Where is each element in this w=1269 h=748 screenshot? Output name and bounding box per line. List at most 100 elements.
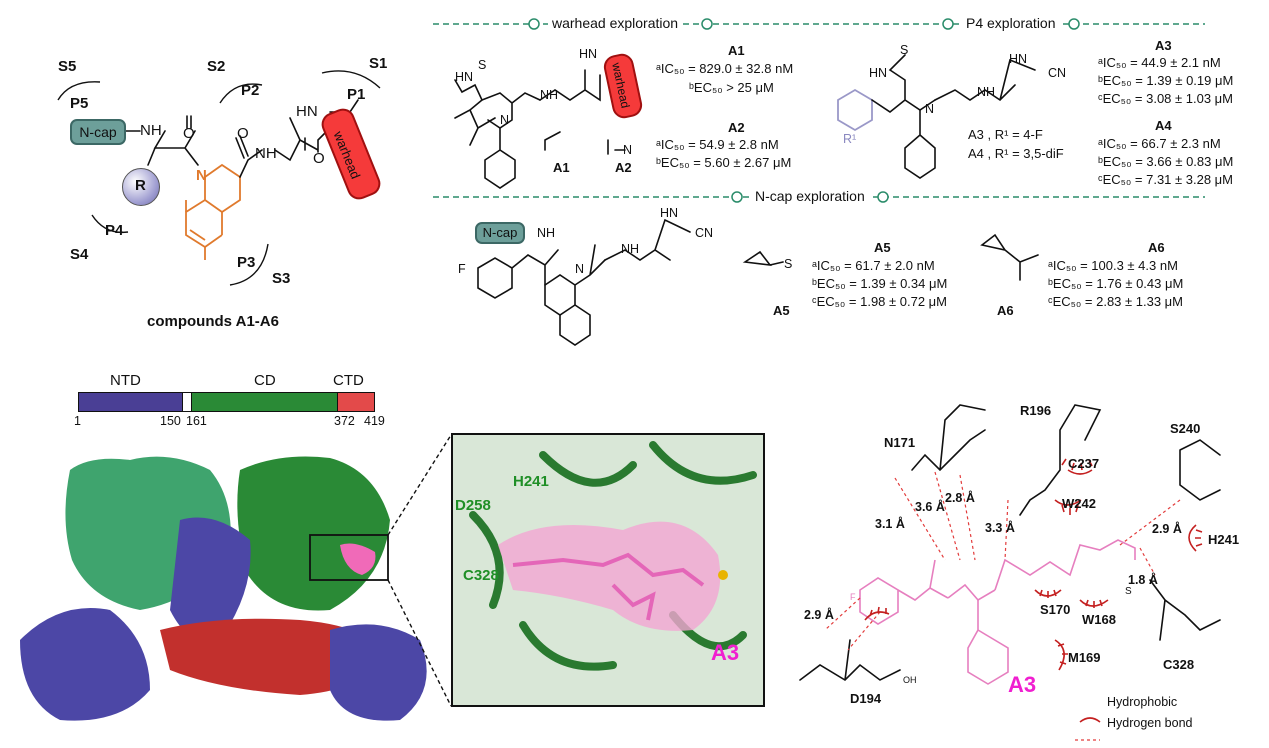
a3-sub: A3 , R¹ = 4-F bbox=[968, 127, 1043, 142]
ligand-label-map: A3 bbox=[1008, 672, 1037, 697]
tick-161: 161 bbox=[186, 414, 207, 428]
a2-title: A2 bbox=[728, 120, 745, 135]
hn-atom-2: HN bbox=[579, 47, 598, 61]
hn-label: HN bbox=[296, 103, 318, 120]
p4-hn-2: HN bbox=[1009, 52, 1028, 66]
res-n171: N171 bbox=[884, 435, 916, 450]
tick-419: 419 bbox=[364, 414, 385, 428]
nh-atom: NH bbox=[540, 88, 559, 102]
a3-ec50b: ᵇEC₅₀ = 1.39 ± 0.19 μM bbox=[1098, 73, 1234, 88]
tick-372: 372 bbox=[334, 414, 355, 428]
res-m169: M169 bbox=[1068, 650, 1101, 665]
subsite-s1: S1 bbox=[369, 55, 388, 72]
binding-site-panel: H241 D258 C328 A3 bbox=[451, 433, 765, 707]
a6-title: A6 bbox=[1148, 240, 1165, 255]
a5-ec50c: ᶜEC₅₀ = 1.98 ± 0.72 μM bbox=[812, 294, 948, 309]
a2-ec50: ᵇEC₅₀ = 5.60 ± 2.67 μM bbox=[656, 155, 792, 170]
a6-label: A6 bbox=[997, 303, 1014, 318]
o-label: O bbox=[183, 125, 195, 142]
a1-label: A1 bbox=[553, 160, 570, 175]
ncap-nh-2: NH bbox=[621, 242, 640, 256]
ncap-cn: CN bbox=[695, 226, 714, 240]
ntd-label: NTD bbox=[110, 372, 141, 389]
res-h241: H241 bbox=[1208, 532, 1240, 547]
f-atom: F bbox=[458, 262, 466, 276]
residue-d258: D258 bbox=[455, 497, 491, 514]
ncap-hn: HN bbox=[660, 206, 679, 220]
p4-cn: CN bbox=[1048, 66, 1067, 80]
ctd-bar bbox=[337, 392, 375, 412]
nh-label-2: NH bbox=[255, 145, 277, 162]
ctd-label: CTD bbox=[333, 372, 364, 389]
subsite-s4: S4 bbox=[70, 246, 89, 263]
p4-nh: NH bbox=[977, 85, 996, 99]
a4-title: A4 bbox=[1155, 118, 1172, 133]
r1-label: R¹ bbox=[843, 132, 857, 146]
warhead-exploration-title: warhead exploration bbox=[548, 15, 683, 31]
dist-1-8: 1.8 Å bbox=[1128, 573, 1158, 587]
oh-group: OH bbox=[903, 675, 917, 685]
position-p3: P3 bbox=[237, 254, 256, 271]
ligand-label-panel: A3 bbox=[711, 640, 740, 665]
scheme-caption: compounds A1-A6 bbox=[147, 313, 279, 330]
a4-sub: A4 , R¹ = 3,5-diF bbox=[968, 146, 1064, 161]
a4-ec50c: ᶜEC₅₀ = 7.31 ± 3.28 μM bbox=[1098, 172, 1234, 187]
p4-hn: HN bbox=[869, 66, 888, 80]
a6-ic50: ᵃIC₅₀ = 100.3 ± 4.3 nM bbox=[1048, 258, 1178, 273]
a1-ec50: ᵇEC₅₀ > 25 μM bbox=[689, 80, 774, 95]
a2-label: A2 bbox=[615, 160, 632, 175]
res-s170: S170 bbox=[1040, 602, 1071, 617]
a1-title: A1 bbox=[728, 43, 745, 58]
tick-150: 150 bbox=[160, 414, 181, 428]
o-label-2: O bbox=[237, 125, 249, 142]
dist-3-1: 3.1 Å bbox=[875, 517, 905, 531]
r-label: R bbox=[135, 177, 146, 194]
residue-h241: H241 bbox=[513, 473, 549, 490]
legend-hydrophobic: Hydrophobic bbox=[1107, 695, 1178, 709]
cd-label: CD bbox=[254, 372, 276, 389]
res-r196: R196 bbox=[1020, 403, 1052, 418]
ncap-n: N bbox=[575, 262, 585, 276]
dist-2-9-a: 2.9 Å bbox=[1152, 522, 1182, 536]
a6-ec50b: ᵇEC₅₀ = 1.76 ± 0.43 μM bbox=[1048, 276, 1184, 291]
hn-atom: HN bbox=[455, 70, 474, 84]
p4-n: N bbox=[925, 102, 935, 116]
res-c237: C237 bbox=[1068, 456, 1100, 471]
subsite-s2: S2 bbox=[207, 58, 226, 75]
a4-ic50: ᵃIC₅₀ = 66.7 ± 2.3 nM bbox=[1098, 136, 1221, 151]
ncap-box-2: N-cap bbox=[475, 222, 525, 244]
r-group-sphere: R bbox=[122, 168, 160, 206]
o-label-3: O bbox=[313, 150, 325, 167]
legend-hbond: Hydrogen bond bbox=[1107, 716, 1193, 730]
n-atom: N bbox=[500, 113, 510, 127]
a4-ec50b: ᵇEC₅₀ = 3.66 ± 0.83 μM bbox=[1098, 154, 1234, 169]
a5-title: A5 bbox=[874, 240, 891, 255]
res-w242: W242 bbox=[1062, 496, 1096, 511]
position-p2: P2 bbox=[241, 82, 260, 99]
a5-label: A5 bbox=[773, 303, 790, 318]
dist-2-9-b: 2.9 Å bbox=[804, 608, 834, 622]
ncap-box: N-cap bbox=[70, 119, 126, 145]
residue-c328: C328 bbox=[463, 567, 499, 584]
a1-ic50: ᵃIC₅₀ = 829.0 ± 32.8 nM bbox=[656, 61, 794, 76]
res-w168: W168 bbox=[1082, 612, 1116, 627]
a3-ic50: ᵃIC₅₀ = 44.9 ± 2.1 nM bbox=[1098, 55, 1221, 70]
a3-title: A3 bbox=[1155, 38, 1172, 53]
nh-label: NH bbox=[140, 122, 162, 139]
s-atom: S bbox=[478, 58, 487, 72]
triple-n-atom: N bbox=[623, 143, 633, 157]
position-p1: P1 bbox=[347, 86, 366, 103]
subsite-s3: S3 bbox=[272, 270, 291, 287]
res-s240: S240 bbox=[1170, 421, 1201, 436]
dist-3-6: 3.6 Å bbox=[915, 500, 945, 514]
a5-ic50: ᵃIC₅₀ = 61.7 ± 2.0 nM bbox=[812, 258, 935, 273]
position-p4: P4 bbox=[105, 222, 124, 239]
tick-1: 1 bbox=[74, 414, 81, 428]
p4-exploration-title: P4 exploration bbox=[962, 15, 1060, 31]
